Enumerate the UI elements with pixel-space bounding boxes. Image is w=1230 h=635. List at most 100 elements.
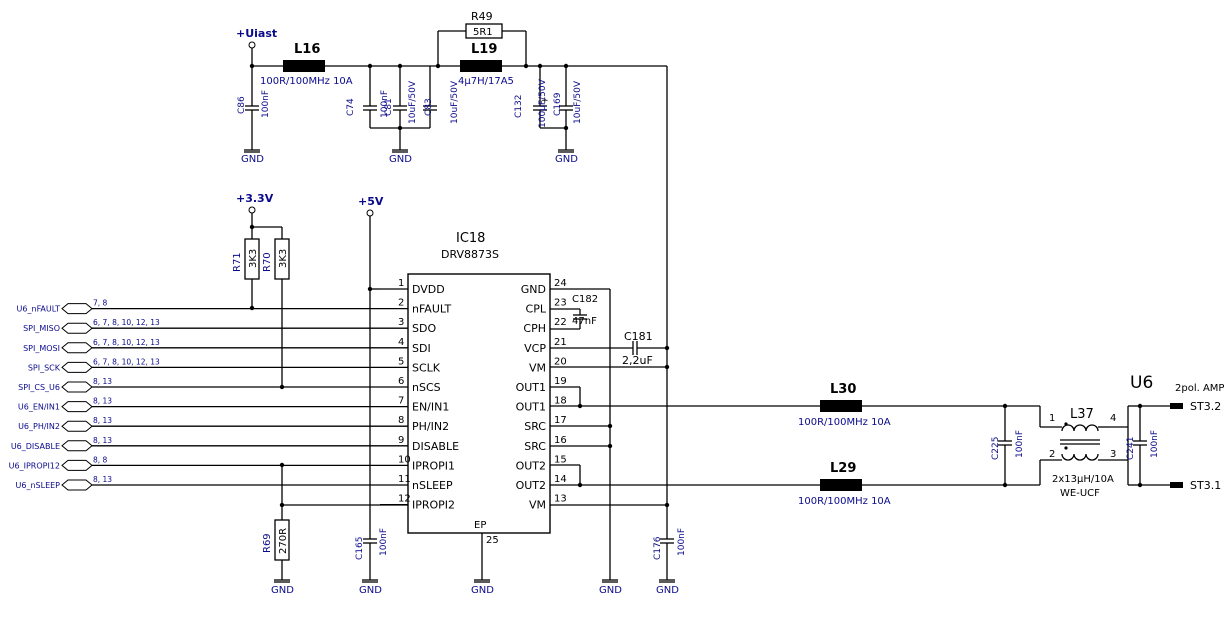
c74-ref: C74 <box>346 98 356 116</box>
port-6-name: U6_EN/IN1 <box>18 403 60 412</box>
v33-label: +3.3V <box>236 192 274 205</box>
gnd-ic-gnd: GND <box>599 585 622 596</box>
ic18-pin-22-num: 22 <box>554 317 567 328</box>
r69-value: 270R <box>278 528 289 554</box>
ic18-right-pins: 24GND23CPL22CPH21VCP20VM19OUT118OUT117SR… <box>516 278 567 512</box>
port-8-xref: 8, 13 <box>93 436 112 445</box>
l30-ref: L30 <box>830 382 856 397</box>
port-9-name: U6_IPROPI12 <box>9 461 60 470</box>
c169-ref: C169 <box>553 92 563 116</box>
ic18-pin-24-name: GND <box>521 283 546 296</box>
c241-value: 100nF <box>1150 430 1160 458</box>
ic18-pin-19-num: 19 <box>554 376 567 387</box>
ic18-pin-6-num: 6 <box>398 376 404 387</box>
ic18-pin-20-num: 20 <box>554 356 567 367</box>
c181-value: 2,2uF <box>622 354 653 367</box>
gnd-r69: GND <box>271 585 294 596</box>
ic18-part: DRV8873S <box>441 248 499 261</box>
c225-ref: C225 <box>991 437 1001 460</box>
port-1-xref: 7, 8 <box>93 299 108 308</box>
l37-pin1: 1 <box>1049 413 1055 424</box>
ic18-pin-21-num: 21 <box>554 337 567 348</box>
gnd-c81: GND <box>389 154 412 165</box>
port-1-shape <box>61 303 93 315</box>
ic18-pin-15-name: OUT2 <box>516 459 546 472</box>
c176-value: 100nF <box>677 528 687 556</box>
port-10-xref: 8, 13 <box>93 475 112 484</box>
pullup-section: +3.3V R71 3K3 R70 3K3 <box>232 192 290 390</box>
port-8-shape <box>61 440 93 452</box>
ic18-pin-23-num: 23 <box>554 298 567 309</box>
port-2-xref: 6, 7, 8, 10, 12, 13 <box>93 318 160 327</box>
ic18-pin-9-name: DISABLE <box>412 440 459 453</box>
ic18-pin-4-num: 4 <box>398 337 404 348</box>
port-10-shape <box>61 479 93 491</box>
ic18-pin-1-name: DVDD <box>412 283 445 296</box>
v5-label: +5V <box>358 195 384 208</box>
ic18-body <box>407 273 551 534</box>
port-1-name: U6_nFAULT <box>17 305 61 314</box>
c182-ref: C182 <box>572 294 598 305</box>
c225-value: 100nF <box>1015 430 1025 458</box>
gnd-ep: GND <box>471 585 494 596</box>
l37-pin4: 4 <box>1110 413 1116 424</box>
port-5-name: SPI_CS_U6 <box>18 383 60 392</box>
l16-inductor <box>283 60 325 72</box>
uiast-label: +Uiast <box>236 27 277 40</box>
r71-value: 3K3 <box>248 249 259 268</box>
ic18-pin-14-num: 14 <box>554 474 567 485</box>
ic18-pin-18-name: OUT1 <box>516 401 546 414</box>
connector-desc: 2pol. AMP <box>1175 383 1224 394</box>
c83-value: 10uF/50V <box>450 80 460 124</box>
ic18-pin-5-num: 5 <box>398 356 404 367</box>
st3-2-pin <box>1170 403 1183 409</box>
ic18-ref: IC18 <box>456 231 485 246</box>
l30-value: 100R/100MHz 10A <box>798 417 891 428</box>
ic18-pin-23-name: CPL <box>526 303 547 316</box>
ic18-pin-3-num: 3 <box>398 317 404 328</box>
ic18-pin-22-name: CPH <box>523 322 546 335</box>
port-3-shape <box>61 342 93 354</box>
l29-value: 100R/100MHz 10A <box>798 496 891 507</box>
gnd-c86: GND <box>241 154 264 165</box>
dvdd-section: +5V C165 100nF GND <box>355 195 389 596</box>
ic18-pin-ep-name: EP <box>474 520 486 531</box>
port-9-xref: 8, 8 <box>93 455 108 464</box>
c241-ref: C241 <box>1126 437 1136 460</box>
c182-value: 47nF <box>572 316 597 327</box>
ic18-pin-18-num: 18 <box>554 396 567 407</box>
top-power-filter: +Uiast L16 100R/100MHz 10A C86 100nF GND… <box>236 10 668 505</box>
ic18-pin-7-name: EN/IN1 <box>412 401 449 414</box>
l19-value: 4µ7H/17A5 <box>458 76 514 87</box>
l16-value: 100R/100MHz 10A <box>260 76 353 87</box>
r71-ref: R71 <box>232 252 243 272</box>
port-4-name: SPI_SCK <box>28 363 61 372</box>
ic18-pin-24-num: 24 <box>554 278 567 289</box>
l29-ref: L29 <box>830 461 856 476</box>
ic18-pin-3-name: SDO <box>412 322 436 335</box>
l30-inductor <box>820 400 862 412</box>
l16-ref: L16 <box>294 42 320 57</box>
c74-value: 100nF <box>380 90 390 118</box>
port-2-name: SPI_MISO <box>23 324 60 333</box>
ic18-pin-25-num: 25 <box>486 535 499 546</box>
ic18-pin-14-name: OUT2 <box>516 479 546 492</box>
r70-ref: R70 <box>262 252 273 272</box>
port-5-shape <box>61 381 93 393</box>
ic18-pin-13-num: 13 <box>554 494 567 505</box>
l37-ref: L37 <box>1070 407 1094 422</box>
port-7-shape <box>61 420 93 432</box>
ic18-pin-5-name: SCLK <box>412 361 441 374</box>
ic18-pin-8-num: 8 <box>398 415 404 426</box>
c86-value: 100nF <box>261 90 271 118</box>
r49-ref: R49 <box>471 10 493 23</box>
l37-pin3: 3 <box>1110 449 1116 460</box>
ic18-pin-15-num: 15 <box>554 454 567 465</box>
ic18-pin-16-name: SRC <box>524 440 546 453</box>
ic18-pin-12-num: 12 <box>398 494 411 505</box>
ic18-pin-11-name: nSLEEP <box>412 479 453 492</box>
c176-ref: C176 <box>653 536 663 560</box>
port-10-name: U6_nSLEEP <box>16 481 61 490</box>
